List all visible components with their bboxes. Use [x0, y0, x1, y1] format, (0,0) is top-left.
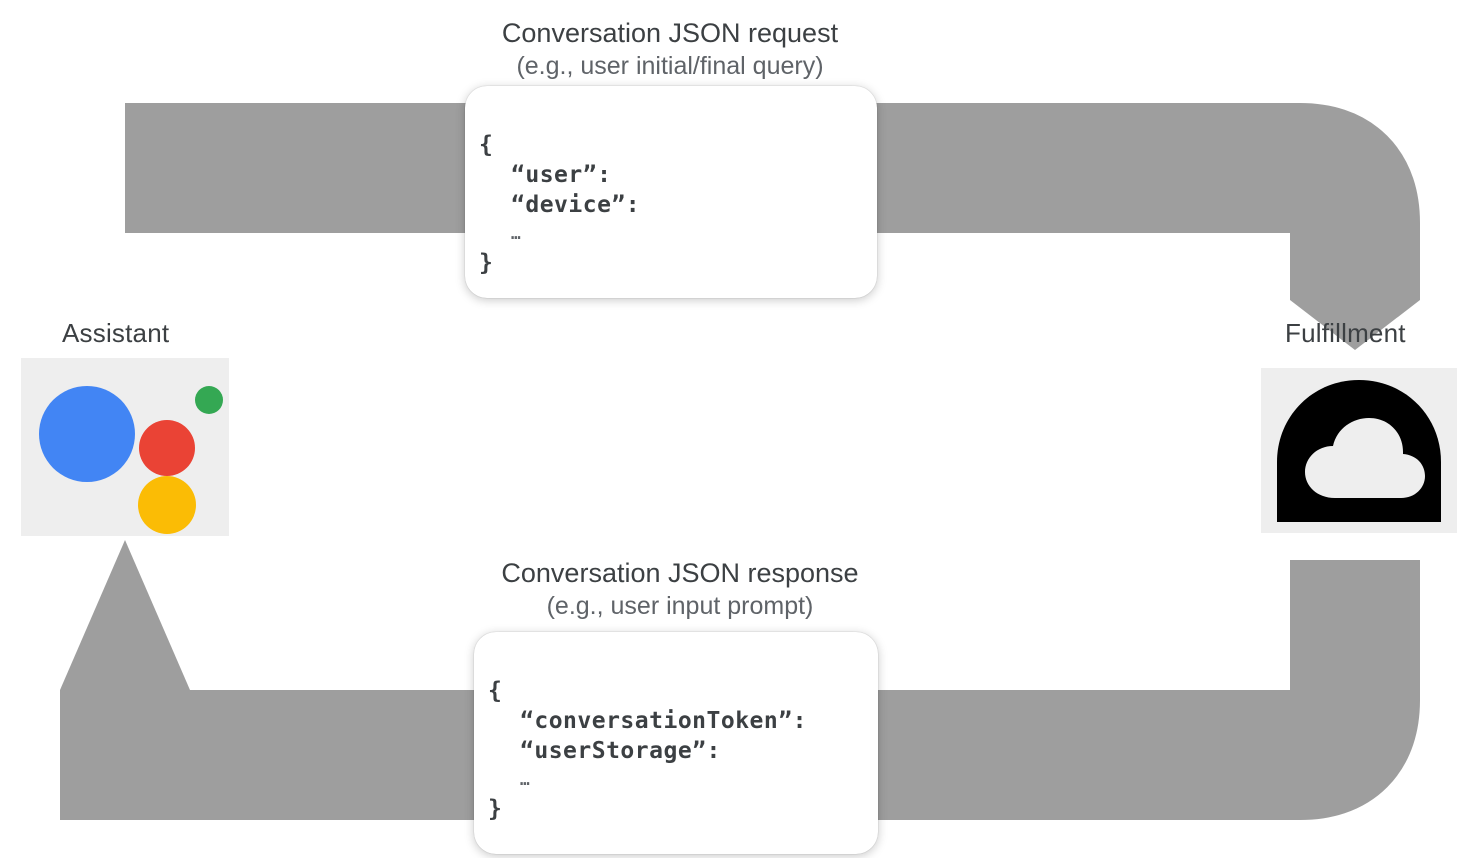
response-json-close: } — [488, 796, 503, 822]
assistant-dot-blue — [39, 386, 135, 482]
node-fulfillment-label: Fulfillment — [1285, 318, 1406, 348]
cloud-fulfillment-icon — [1261, 368, 1457, 533]
response-flow-label: Conversation JSON response (e.g., user i… — [0, 556, 1360, 622]
request-json-card[interactable]: { “user”: “device”: … } — [465, 86, 877, 298]
google-assistant-icon — [21, 358, 229, 536]
node-assistant[interactable] — [21, 358, 229, 536]
response-json-ellipsis: … — [520, 770, 531, 789]
assistant-dot-green — [195, 386, 223, 414]
response-json-key-user-storage: “userStorage”: — [520, 738, 721, 764]
assistant-dot-yellow — [138, 476, 196, 534]
response-flow-subtitle: (e.g., user input prompt) — [546, 592, 814, 620]
request-json-close: } — [479, 250, 494, 276]
cloud-glyph — [1277, 379, 1441, 522]
response-json-key-conversation-token: “conversationToken”: — [520, 708, 807, 734]
request-json-open: { — [479, 132, 494, 158]
request-json-key-device: “device”: — [511, 192, 641, 218]
request-flow-title: Conversation JSON request — [501, 18, 839, 48]
request-json-ellipsis: … — [511, 224, 522, 243]
request-json-key-user: “user”: — [511, 162, 612, 188]
assistant-dot-red — [139, 420, 195, 476]
request-flow-subtitle: (e.g., user initial/final query) — [516, 52, 824, 80]
response-flow-title: Conversation JSON response — [501, 558, 859, 588]
response-json-open: { — [488, 678, 503, 704]
response-json-card[interactable]: { “conversationToken”: “userStorage”: … … — [474, 632, 878, 854]
node-assistant-label: Assistant — [62, 318, 170, 348]
request-flow-label: Conversation JSON request (e.g., user in… — [0, 16, 1340, 82]
node-fulfillment[interactable] — [1261, 368, 1457, 533]
